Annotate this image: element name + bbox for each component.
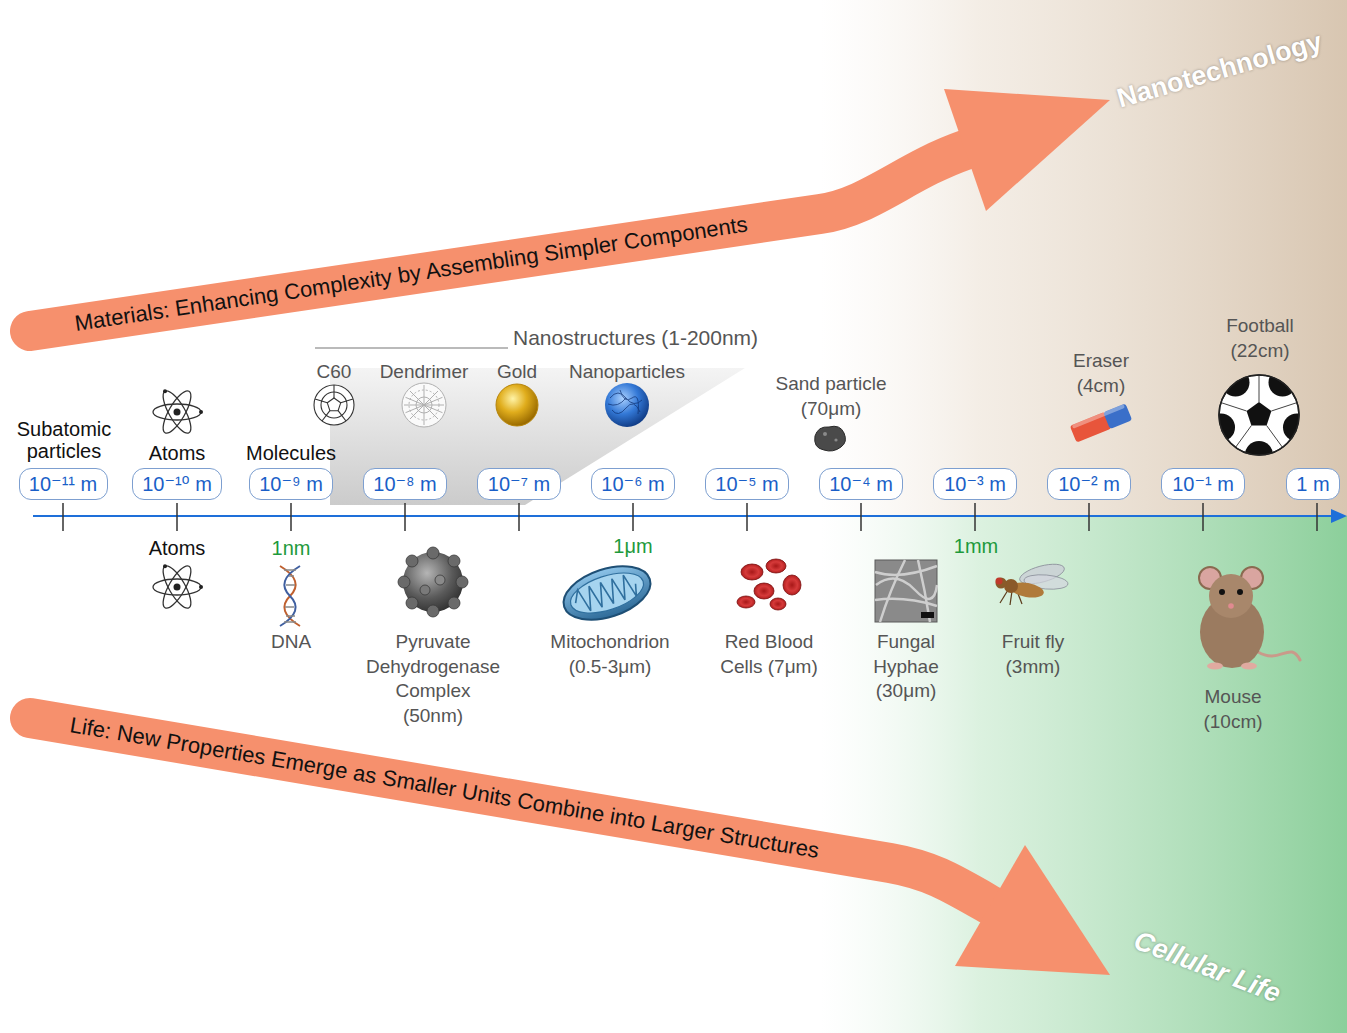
item-label: Fungal Hyphae (30μm) [861,630,951,704]
scale-box: 10⁻⁵ m [705,468,789,500]
item-label: Dendrimer [380,360,469,385]
scale-value: 1 m [1296,473,1329,496]
scale-value: 10⁻⁵ m [715,472,778,496]
scale-value: 10⁻¹¹ m [29,472,97,496]
scale-label: Atoms [149,535,206,561]
scale-box: 10⁻⁷ m [477,468,561,500]
scale-value: 10⁻⁸ m [373,472,436,496]
scale-value: 10⁻¹⁰ m [142,472,212,496]
scale-box: 10⁻² m [1047,468,1131,500]
scale-box: 10⁻⁶ m [591,468,675,500]
scale-box: 10⁻³ m [933,468,1017,500]
item-label: Mitochondrion (0.5-3μm) [540,630,680,679]
item-label: Eraser (4cm) [1059,349,1144,398]
arrow-caption: Life: New Properties Emerge as Smaller U… [68,711,821,865]
scale-box: 10⁻¹ m [1161,468,1245,500]
scale-label: Atoms [149,440,206,466]
item-label: C60 [317,360,352,385]
scale-box: 10⁻¹¹ m [19,468,108,500]
item-label: Nanoparticles [569,360,685,385]
item-label: DNA [271,630,311,655]
arrow-caption: Materials: Enhancing Complexity by Assem… [73,210,750,338]
item-label: Red Blood Cells (7μm) [713,630,825,679]
scale-box: 10⁻⁴ m [819,468,903,500]
item-label: Mouse (10cm) [1191,685,1276,734]
unit-label: 1mm [954,533,998,559]
scale-label: Subatomic particles [9,418,119,462]
item-label: Fruit fly (3mm) [988,630,1078,679]
scale-label: Molecules [246,440,336,466]
item-label: Gold [497,360,537,385]
scale-value: 10⁻⁶ m [601,472,664,496]
scale-value: 10⁻⁹ m [259,472,323,496]
scale-value: 10⁻² m [1058,472,1120,496]
scale-value: 10⁻⁷ m [488,472,550,496]
item-label: Football (22cm) [1210,314,1310,363]
scale-value: 10⁻¹ m [1172,472,1234,496]
scale-box: 1 m [1286,468,1340,500]
unit-label: 1nm [272,535,311,561]
scale-box: 10⁻⁹ m [249,468,333,500]
scale-box: 10⁻⁸ m [363,468,447,500]
unit-label: 1μm [613,533,652,559]
item-label: Pyruvate Dehydrogenase Complex (50nm) [364,630,502,729]
item-label: Sand particle (70μm) [761,372,901,421]
group-title: Nanostructures (1-200nm) [513,324,758,351]
scale-box: 10⁻¹⁰ m [132,468,222,500]
scale-value: 10⁻³ m [944,472,1006,496]
scale-value: 10⁻⁴ m [829,472,893,496]
